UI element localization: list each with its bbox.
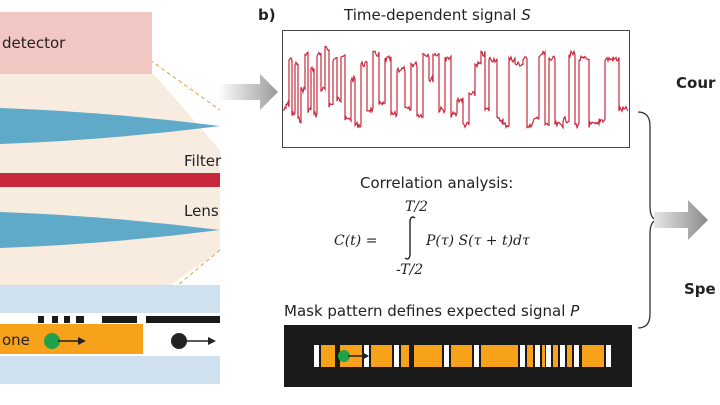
mask-stripe — [582, 345, 604, 367]
detection-zone — [0, 324, 143, 354]
mask-gap — [520, 345, 525, 367]
mask-mark — [76, 316, 84, 323]
mask-gap — [394, 345, 399, 367]
mask-gap — [444, 345, 449, 367]
particle-green — [338, 350, 350, 362]
mask-mark — [38, 316, 44, 323]
mask-gap — [606, 345, 611, 367]
mask-stripe — [567, 345, 572, 367]
mask-mark — [64, 316, 70, 323]
arrow-head — [362, 352, 369, 360]
arrow-head — [208, 337, 216, 345]
mask-caption-text: Mask pattern defines expected signal — [284, 302, 566, 320]
formula-upper-limit: T/2 — [405, 199, 428, 215]
mask-stripe — [527, 345, 533, 367]
formula-lhs: C(t) = — [334, 233, 378, 249]
signal-title-text: Time-dependent signal — [344, 6, 517, 24]
arrow-right-icon — [654, 200, 708, 240]
formula-integrand: P(τ) S(τ + t)dτ — [426, 233, 530, 249]
mask-pattern — [284, 325, 632, 387]
mask-stripe — [553, 345, 558, 367]
signal-symbol: S — [521, 6, 531, 24]
signal-plot-frame — [282, 30, 630, 148]
mask-symbol: P — [570, 302, 580, 320]
signal-title: Time-dependent signal S — [344, 6, 531, 24]
particle-green — [44, 333, 60, 349]
mask-stripe — [481, 345, 518, 367]
integral-sign-icon — [404, 216, 416, 260]
channel-bottom — [0, 356, 220, 384]
right-label-top: Cour — [676, 74, 716, 92]
mask-gap — [474, 345, 479, 367]
mask-stripe — [401, 345, 409, 367]
mask-gap — [574, 345, 579, 367]
arrow-head — [78, 337, 86, 345]
mask-stripe — [321, 345, 335, 367]
mask-stripe — [542, 345, 545, 367]
zone-label: one — [2, 331, 30, 349]
mask-gap — [314, 345, 319, 367]
mask-caption: Mask pattern defines expected signal P — [284, 302, 579, 320]
light-cone-edge-top — [149, 59, 221, 111]
mask-mark — [146, 316, 220, 323]
panel-label: b) — [258, 6, 276, 24]
lens-bottom — [0, 212, 220, 248]
filter-label: Filter — [184, 152, 222, 170]
correlation-title: Correlation analysis: — [360, 174, 514, 192]
mask-gap — [560, 345, 565, 367]
lens-top — [0, 108, 220, 144]
mask-gap — [546, 345, 551, 367]
formula-lower-limit: -T/2 — [396, 262, 424, 278]
mask-stripe — [451, 345, 472, 367]
optical-setup-diagram — [0, 12, 221, 384]
detector-box — [0, 12, 152, 74]
mask-stripe — [371, 345, 392, 367]
right-label-bottom: Spe — [684, 280, 716, 298]
arrow-right-icon — [218, 74, 278, 110]
lens-label: Lens — [184, 202, 219, 220]
signal-trace-svg — [282, 45, 629, 130]
mask-stripe — [414, 345, 442, 367]
channel-top — [0, 285, 220, 313]
mask-mark — [102, 316, 137, 323]
mask-gap — [535, 345, 540, 367]
mask-mark — [52, 316, 58, 323]
detector-label: detector — [2, 34, 66, 52]
filter-bar — [0, 173, 220, 187]
signal-trace — [282, 45, 629, 130]
particle-black — [171, 333, 187, 349]
